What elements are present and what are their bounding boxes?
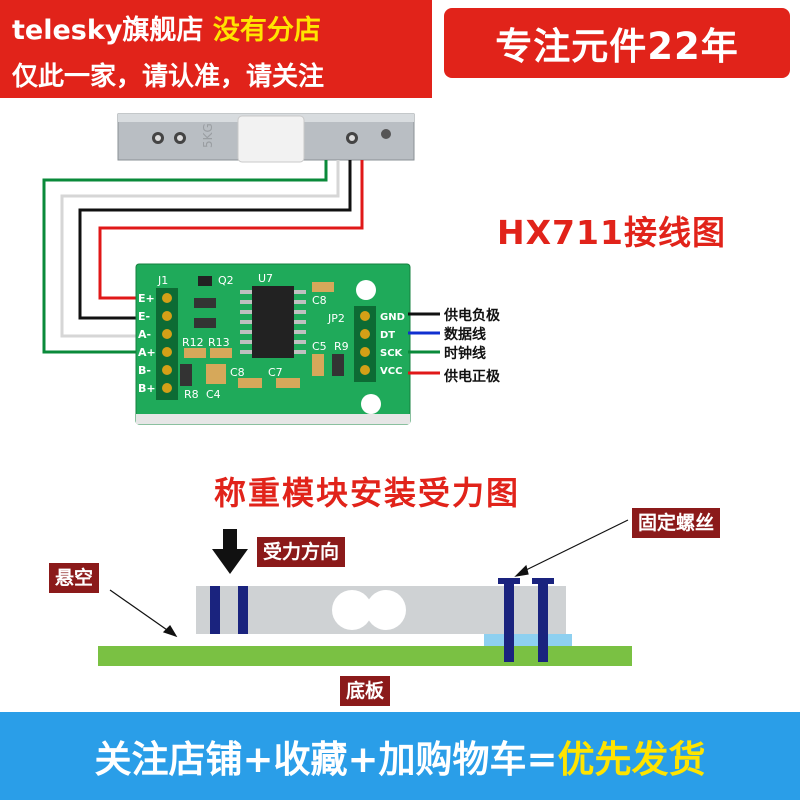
pin-vcc: VCC — [380, 366, 402, 377]
mounting-diagram — [98, 519, 632, 666]
pin-sck: SCK — [380, 348, 404, 359]
output-wires — [408, 312, 440, 375]
label-sck: 时钟线 — [444, 346, 486, 362]
silk-jp2: JP2 — [327, 312, 345, 325]
wire-green — [42, 160, 328, 354]
silk-r12: R12 — [182, 336, 204, 349]
store-no-branch: 没有分店 — [212, 15, 321, 46]
force-arrow-icon — [212, 529, 248, 574]
fixing-screw-label: 固定螺丝 — [632, 508, 721, 538]
wire-black — [78, 160, 352, 320]
wiring-title: HX711接线图 — [497, 213, 726, 252]
force-direction-label: 受力方向 — [257, 537, 346, 567]
pin-gnd: GND — [380, 312, 405, 323]
pin-dt: DT — [380, 330, 395, 341]
pin-e-plus: E+ — [138, 292, 155, 305]
silk-u7: U7 — [258, 272, 273, 285]
silk-r13: R13 — [208, 336, 230, 349]
silk-c5: C5 — [312, 340, 327, 353]
load-cell: 5KG — [117, 113, 415, 163]
hx711-board: E+ E- A- A+ B- B+ GND DT SCK VCC J1 Q2 U… — [135, 263, 411, 425]
silk-c7: C7 — [268, 366, 283, 379]
silk-c4: C4 — [206, 388, 221, 401]
pin-a-plus: A+ — [138, 346, 156, 359]
base-plate-label: 底板 — [340, 676, 391, 706]
pin-e-minus: E- — [138, 310, 150, 323]
store-name: telesky旗舰店 — [12, 15, 204, 46]
pin-a-minus: A- — [138, 328, 151, 341]
header-banner — [0, 0, 432, 98]
fixing-screws — [498, 578, 554, 662]
wire-red — [98, 160, 364, 300]
silk-q2: Q2 — [218, 274, 234, 287]
spacer-block — [484, 634, 572, 646]
footer-banner: 关注店铺+收藏+加购物车=优先发货 — [0, 712, 800, 800]
wiring-diagram: 5KG — [42, 113, 440, 425]
mounting-title: 称重模块安装受力图 — [214, 474, 521, 512]
base-plate — [98, 646, 632, 666]
silk-r8: R8 — [184, 388, 199, 401]
experience-badge-text: 专注元件22年 — [495, 25, 739, 68]
silk-j1: J1 — [157, 274, 168, 287]
pin-b-plus: B+ — [138, 382, 156, 395]
footer-highlight: 优先发货 — [557, 738, 706, 781]
callout-pointers — [109, 519, 629, 638]
store-notice: 仅此一家，请认准，请关注 — [12, 62, 325, 92]
pin-b-minus: B- — [138, 364, 151, 377]
silk-r9: R9 — [334, 340, 349, 353]
store-name-line: telesky旗舰店 没有分店 — [12, 8, 321, 47]
load-cell-wires — [42, 160, 364, 354]
label-dt: 数据线 — [444, 327, 486, 343]
load-cell-mark: 5KG — [201, 123, 215, 148]
silk-c8: C8 — [230, 366, 245, 379]
wire-white — [60, 160, 340, 338]
label-gnd: 供电负极 — [444, 308, 500, 324]
silk-c8-top: C8 — [312, 294, 327, 307]
suspended-label: 悬空 — [49, 563, 100, 593]
footer-main: 关注店铺+收藏+加购物车= — [94, 738, 558, 781]
label-vcc: 供电正极 — [444, 369, 500, 385]
experience-badge: 专注元件22年 — [444, 8, 790, 78]
footer-text: 关注店铺+收藏+加购物车=优先发货 — [94, 729, 705, 783]
